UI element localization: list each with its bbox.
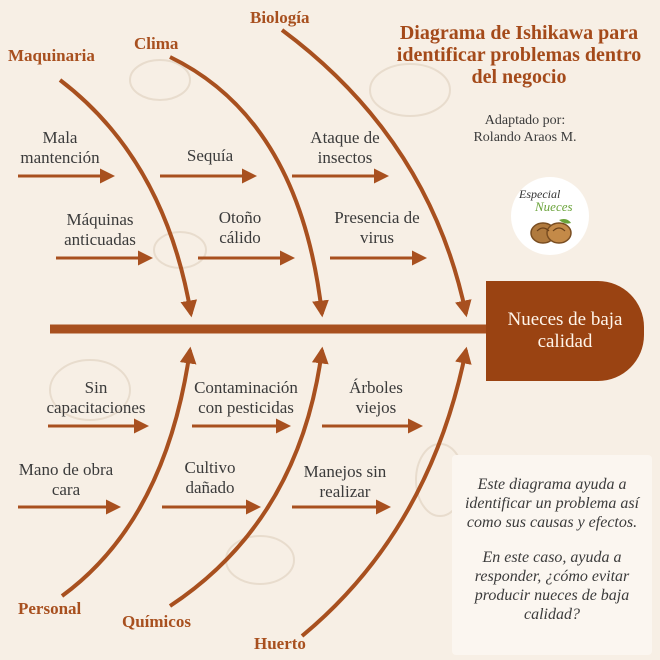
cause-otono-calido: Otoño cálido: [190, 208, 290, 248]
cause-text: Máquinas: [66, 210, 134, 229]
cause-text: Contaminación: [194, 378, 298, 397]
cause-manejos-sin-realizar: Manejos sin realizar: [290, 462, 400, 502]
cause-contaminacion-pesticidas: Contaminación con pesticidas: [186, 378, 306, 418]
explanation-note: Este diagrama ayuda a identificar un pro…: [452, 455, 652, 655]
cause-text: realizar: [319, 482, 371, 501]
logo-text-nueces: Nueces: [535, 199, 573, 214]
cause-text: viejos: [355, 398, 397, 417]
bone-clima: [169, 55, 329, 318]
especial-nueces-logo: Especial Nueces: [511, 177, 589, 255]
cause-mala-mantencion: Mala mantención: [10, 128, 110, 168]
bone-personal: [60, 346, 197, 598]
cause-text: virus: [360, 228, 394, 247]
cause-ataque-insectos: Ataque de insectos: [290, 128, 400, 168]
cause-text: Mano de obra: [18, 460, 114, 479]
bone-maquinaria: [58, 78, 198, 318]
cause-sequia: Sequía: [160, 146, 260, 166]
cause-sin-capacitaciones: Sin capacitaciones: [36, 378, 156, 418]
note-paragraph-2: En este caso, ayuda a responder, ¿cómo e…: [474, 549, 630, 623]
cause-text: cálido: [219, 228, 261, 247]
credit-label: Adaptado por:: [484, 113, 566, 128]
credit-author: Rolando Araos M.: [473, 130, 577, 145]
credit: Adaptado por: Rolando Araos M.: [440, 112, 610, 146]
cause-text: Otoño: [218, 208, 262, 227]
diagram-title: Diagrama de Ishikawa para identificar pr…: [396, 22, 642, 88]
effect-line-1: Nueces de baja: [507, 309, 623, 330]
cause-text: insectos: [317, 148, 373, 167]
cause-text: con pesticidas: [198, 398, 294, 417]
cause-maquinas-anticuadas: Máquinas anticuadas: [50, 210, 150, 250]
cause-text: cara: [51, 480, 81, 499]
cause-presencia-virus: Presencia de virus: [322, 208, 432, 248]
cause-text: Sin: [84, 378, 108, 397]
cause-cultivo-danado: Cultivo dañado: [160, 458, 260, 498]
logo-text-especial: Especial: [519, 187, 561, 201]
cause-text: dañado: [185, 478, 235, 497]
bone-quimicos: [168, 346, 329, 608]
cause-text: Mala: [42, 128, 78, 147]
effect-line-2: calidad: [537, 331, 593, 352]
background-nuts-decoration: [49, 59, 465, 585]
cause-text: Árboles: [349, 378, 403, 397]
category-clima: Clima: [134, 34, 179, 53]
category-maquinaria: Maquinaria: [8, 46, 95, 65]
cause-text: anticuadas: [64, 230, 136, 249]
category-huerto: Huerto: [254, 634, 306, 653]
cause-text: mantención: [20, 148, 100, 167]
note-paragraph-1: Este diagrama ayuda a identificar un pro…: [464, 476, 640, 531]
cause-arboles-viejos: Árboles viejos: [326, 378, 426, 418]
walnut-icon: [530, 219, 572, 244]
effect-label: Nueces de baja calidad: [508, 309, 623, 353]
cause-text: Cultivo: [184, 458, 236, 477]
cause-text: capacitaciones: [46, 398, 146, 417]
cause-mano-obra-cara: Mano de obra cara: [6, 460, 126, 500]
cause-text: Sequía: [186, 146, 234, 165]
effect-box: Nueces de baja calidad: [486, 281, 644, 381]
cause-text: Manejos sin: [303, 462, 387, 481]
category-quimicos: Químicos: [122, 612, 191, 631]
category-biologia: Biología: [250, 8, 310, 27]
category-personal: Personal: [18, 599, 82, 618]
bone-biologia: [280, 28, 472, 318]
bone-huerto: [300, 346, 472, 638]
cause-text: Presencia de: [334, 208, 420, 227]
cause-text: Ataque de: [310, 128, 380, 147]
